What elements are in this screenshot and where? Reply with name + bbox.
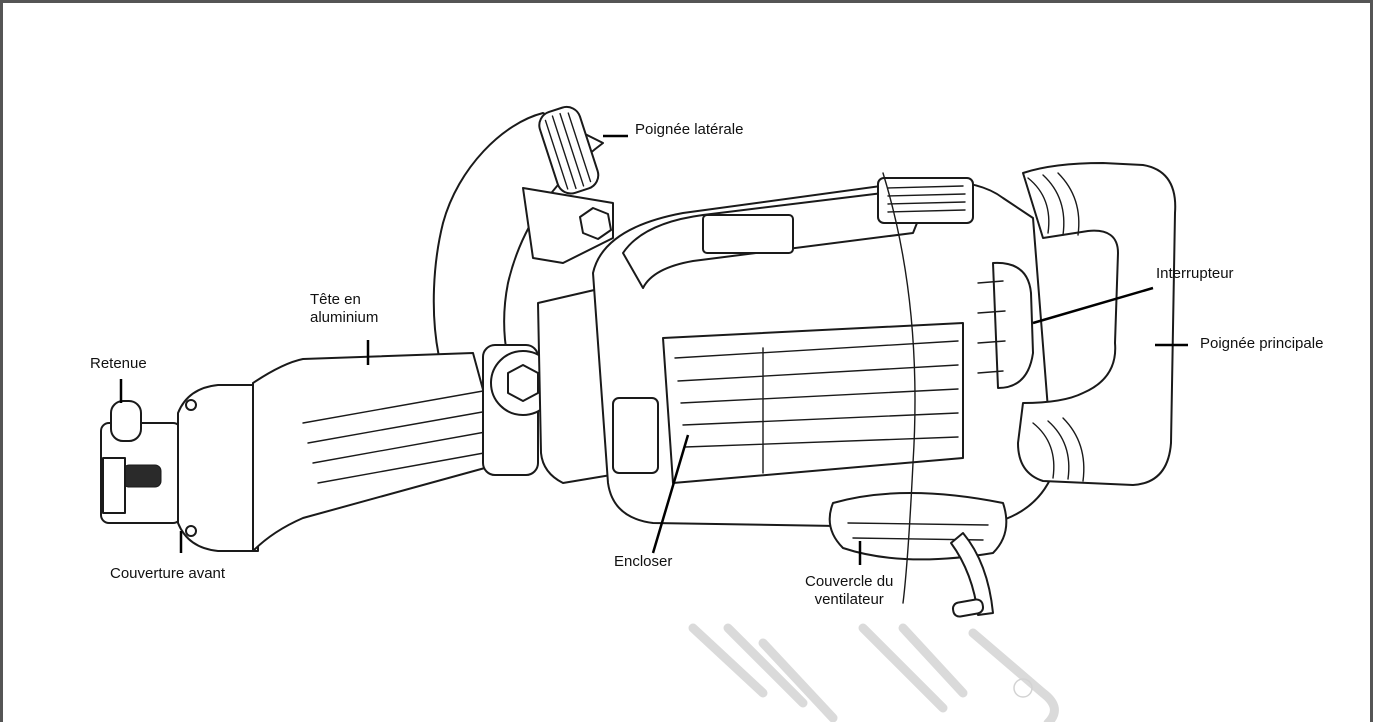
fan-cover xyxy=(828,492,1008,561)
retainer-lever xyxy=(110,400,142,442)
label-aluminium-head: Tête en aluminium xyxy=(310,291,378,327)
brand-watermark-logo xyxy=(688,623,1059,722)
main-handle xyxy=(1017,162,1177,486)
switch-trigger xyxy=(992,261,1034,389)
label-fan-cover-line2: ventilateur xyxy=(814,591,884,608)
enclosure-vents xyxy=(662,322,964,484)
bracket-bolt xyxy=(579,207,612,240)
leader-lines xyxy=(119,134,1188,565)
leader-enclosure xyxy=(651,434,690,554)
handle-rings xyxy=(1027,172,1085,482)
retainer-pin xyxy=(122,464,162,488)
side-panel xyxy=(612,397,659,474)
chisel-socket xyxy=(102,457,126,514)
leader-switch xyxy=(1032,286,1154,325)
rating-plate xyxy=(702,214,794,254)
label-switch: Interrupteur xyxy=(1156,265,1234,282)
label-enclosure: Encloser xyxy=(614,553,673,570)
side-handle-bracket xyxy=(522,187,614,264)
diagram-canvas xyxy=(100,105,1188,722)
label-retainer: Retenue xyxy=(90,355,147,372)
cord-plug xyxy=(951,598,985,618)
label-fan-cover-line1: Couvercle du xyxy=(805,573,894,590)
label-aluminium-head-line1: Tête en xyxy=(310,291,361,308)
label-front-cover: Couverture avant xyxy=(110,565,226,582)
side-handle-arm xyxy=(432,112,604,439)
label-fan-cover: Couvercle du ventilateur xyxy=(805,573,893,609)
power-cord xyxy=(950,532,994,616)
side-handle-grip xyxy=(538,105,600,195)
label-aluminium-head-line2: aluminium xyxy=(310,309,379,326)
label-side-handle: Poignée latérale xyxy=(635,121,744,138)
demolition-hammer-drawing xyxy=(100,105,1177,618)
front-cover xyxy=(177,384,259,552)
top-vent xyxy=(877,177,974,224)
label-main-handle: Poignée principale xyxy=(1200,335,1324,352)
